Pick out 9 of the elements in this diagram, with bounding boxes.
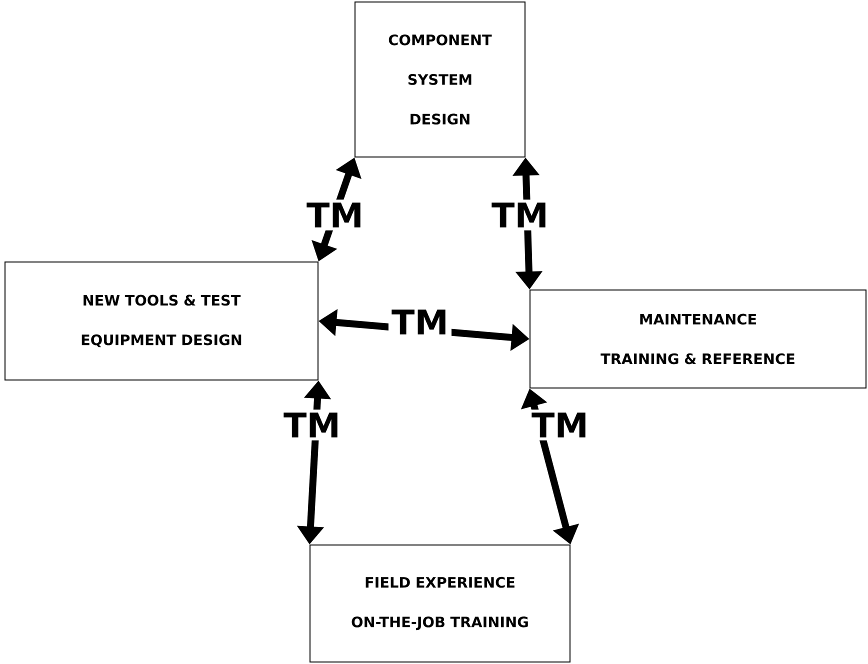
edge-label: TM [304, 200, 367, 230]
process-box: MAINTENANCE TRAINING & REFERENCE [530, 290, 866, 388]
process-box: FIELD EXPERIENCE ON-THE-JOB TRAINING [310, 544, 570, 662]
edge-label: TM [388, 306, 452, 338]
process-box: COMPONENT SYSTEM DESIGN [354, 2, 526, 158]
process-box: NEW TOOLS & TEST EQUIPMENT DESIGN [4, 262, 318, 380]
edge-label: TM [528, 410, 592, 440]
edge-label: TM [488, 200, 552, 230]
edge-label: TM [280, 410, 344, 440]
